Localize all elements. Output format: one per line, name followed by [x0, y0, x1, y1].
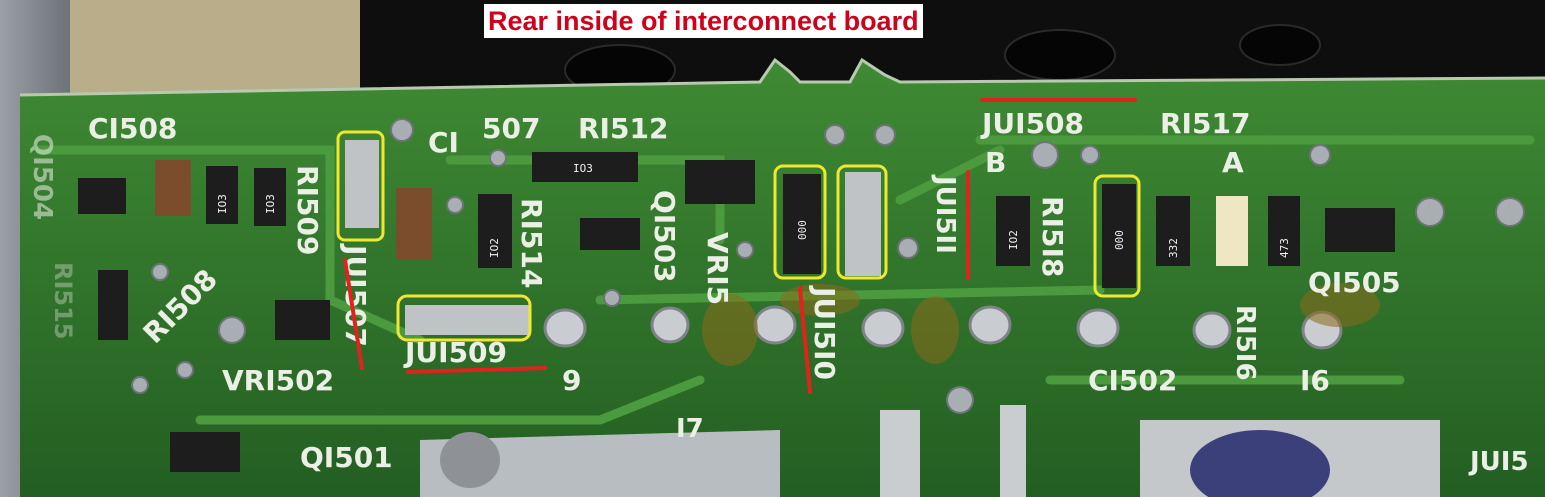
highlight-jumper-ju1511	[836, 164, 888, 280]
smd-components	[78, 140, 1395, 472]
caption-title: Rear inside of interconnect board	[484, 4, 923, 38]
label-c1507-b: 507	[482, 112, 540, 145]
label-q1505: QI505	[1308, 266, 1401, 299]
label-q1504: QI504	[27, 134, 57, 220]
label-9: 9	[562, 364, 581, 397]
label-q1501: QI501	[300, 441, 393, 474]
label-ju-partial: JUI5	[1468, 447, 1529, 477]
heatsinks	[420, 405, 1440, 497]
label-c1507-a: CI	[428, 126, 459, 159]
vias	[131, 118, 1525, 414]
label-c1508: CI508	[88, 112, 177, 145]
highlight-boxes	[336, 130, 1141, 342]
label-r1515: RI515	[49, 262, 77, 340]
marker-ju1507	[343, 258, 364, 370]
label-ju1510: JUI5I0	[808, 285, 841, 380]
label-b: B	[985, 146, 1006, 179]
label-r1518: RI5I8	[1036, 196, 1069, 277]
label-ju1511: JUI5II	[930, 174, 960, 254]
label-16: I6	[1300, 364, 1330, 397]
smd-code: 332	[1167, 238, 1180, 258]
label-vr15: VRI5	[701, 232, 734, 305]
label-ju1508: JUI508	[980, 107, 1084, 140]
label-r1512: RI512	[578, 112, 668, 145]
pcb-edge	[19, 57, 1545, 97]
smd-code: IO3	[216, 194, 229, 214]
label-17: I7	[676, 414, 704, 444]
label-c1502: CI502	[1088, 364, 1177, 397]
label-vr1502: VRI502	[222, 364, 334, 397]
red-marker-lines	[343, 98, 1137, 394]
highlight-jumper-ju1507	[336, 130, 385, 242]
marker-ju1510	[798, 286, 812, 394]
header-pins	[543, 305, 1343, 350]
highlight-resistor-ju1510	[773, 164, 827, 280]
smd-code: IO3	[264, 194, 277, 214]
smd-codes: IO3 IO3 IO3 IO2 000 IO2 000 332 473	[216, 162, 1291, 258]
smd-code: 473	[1278, 238, 1291, 258]
smd-code: IO2	[488, 238, 501, 258]
beige-panel	[70, 0, 380, 100]
marker-ju1509	[406, 366, 547, 374]
label-r1516: RI5I6	[1230, 305, 1260, 381]
highlight-resistor-ju1508	[1093, 174, 1141, 298]
smd-code: 000	[1113, 230, 1126, 250]
smd-code: IO3	[573, 162, 593, 175]
label-r1517: RI517	[1160, 107, 1250, 140]
label-r1514: RI514	[515, 198, 548, 288]
smd-code: 000	[796, 220, 809, 240]
smd-code: IO2	[1007, 230, 1020, 250]
highlight-jumper-ju1509	[396, 294, 532, 342]
label-q1503: QI503	[648, 190, 681, 283]
label-a: A	[1222, 146, 1244, 179]
label-r1509: RI509	[291, 165, 324, 255]
